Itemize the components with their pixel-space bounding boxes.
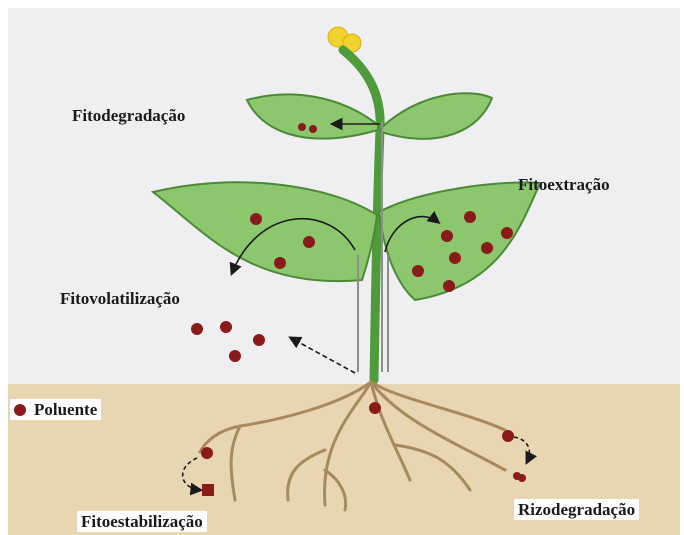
label-fitodegradacao: Fitodegradação — [72, 107, 185, 124]
pollutant-particle — [502, 430, 514, 442]
pollutant-particle — [250, 213, 262, 225]
pollutant-particle — [369, 402, 381, 414]
pollutant-particle — [220, 321, 232, 333]
pollutant-stabilized — [202, 484, 214, 496]
legend-pollutant: Poluente — [10, 399, 101, 420]
pollutant-particle — [274, 257, 286, 269]
pollutant-particle — [412, 265, 424, 277]
label-fitovolatilizacao: Fitovolatilização — [60, 290, 180, 307]
pollutant-particle — [481, 242, 493, 254]
pollutant-particle — [449, 252, 461, 264]
label-rizodegradacao: Rizodegradação — [514, 499, 639, 520]
label-fitoestabilizacao: Fitoestabilização — [77, 511, 207, 532]
legend-label: Poluente — [34, 401, 97, 418]
pollutant-particle — [253, 334, 265, 346]
pollutant-particle — [298, 123, 306, 131]
pollutant-legend-icon — [14, 404, 26, 416]
label-fitoextracao: Fitoextração — [518, 176, 610, 193]
pollutant-particle — [229, 350, 241, 362]
pollutant-particle — [201, 447, 213, 459]
pollutant-particle — [191, 323, 203, 335]
pollutant-particle — [303, 236, 315, 248]
sky-background — [8, 8, 680, 386]
pollutant-particle — [501, 227, 513, 239]
pollutant-particle — [441, 230, 453, 242]
pollutant-particle — [309, 125, 317, 133]
pollutant-particle — [518, 474, 526, 482]
pollutant-particle — [464, 211, 476, 223]
pollutant-particle — [443, 280, 455, 292]
